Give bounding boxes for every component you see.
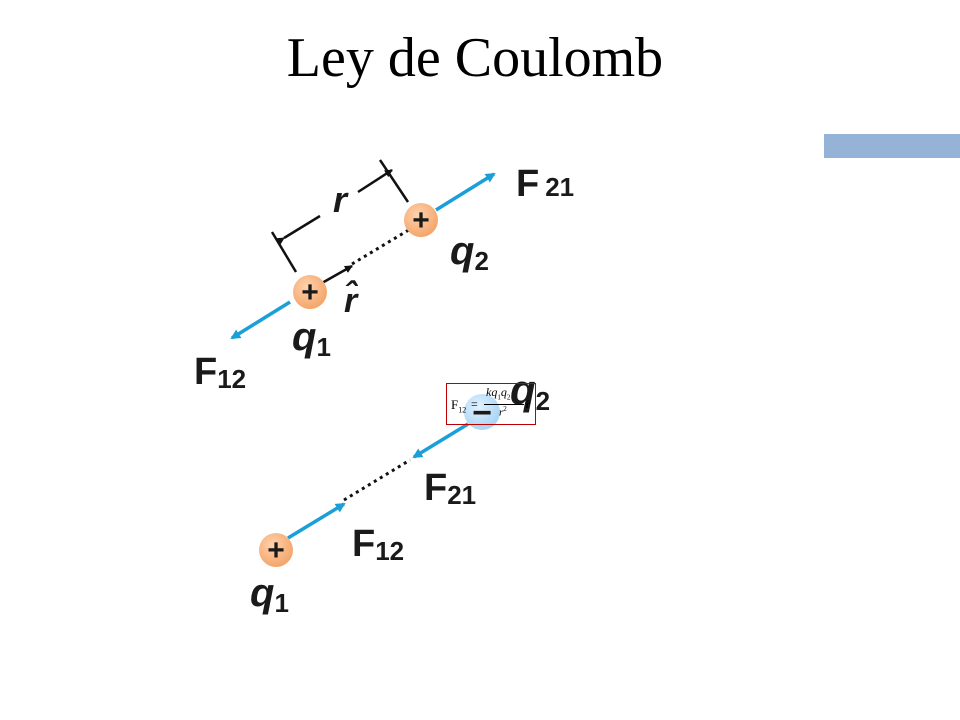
unit-vector-arrow [321, 264, 353, 285]
bracket-line-right [357, 168, 393, 194]
q2-bottom-label: q2 [510, 366, 550, 416]
accent-bar [824, 134, 960, 158]
force-21-arrow [435, 172, 496, 212]
formula-equals: = [471, 397, 478, 411]
formula-lhs: F12 [451, 397, 467, 415]
formula-denominator: r2 [499, 405, 507, 419]
force-12-label: F12 [194, 351, 246, 394]
force-12-arrow-bottom [287, 502, 346, 540]
charge-q2-top [404, 203, 438, 237]
bracket-right-tick [378, 159, 410, 203]
formula-unit-vector: r̂ [525, 397, 531, 411]
charge-q2-bottom [464, 394, 500, 430]
charge-q2-top-sign: + [412, 204, 430, 237]
force-12-label-bottom: F12 [352, 523, 404, 566]
force-12-arrow [230, 300, 291, 340]
separation-line-bottom [343, 458, 411, 502]
charge-q1-top [293, 275, 327, 309]
q1-bottom-label: q1 [250, 571, 289, 618]
formula-fraction-bar [484, 404, 524, 405]
q2-top-label: q2 [450, 229, 489, 276]
q1-top-label: q1 [292, 315, 331, 362]
distance-label: r [333, 179, 349, 220]
bracket-line-left [275, 214, 321, 246]
slide-title: Ley de Coulomb [286, 27, 664, 89]
force-21-arrow-bottom [412, 422, 469, 459]
bottom-diagram: − + q2 F21 F12 q1 [250, 366, 550, 618]
charge-q1-bottom-sign: + [267, 534, 285, 567]
charge-q2-bottom-sign: − [472, 394, 492, 432]
unit-vector-label: r̂ [344, 281, 359, 320]
coulomb-formula: F12 = kq1q2 r2 r̂ [446, 383, 536, 425]
force-21-label-bottom: F21 [424, 467, 476, 510]
charge-q1-bottom [259, 533, 293, 567]
separation-line [351, 226, 413, 266]
charge-q1-top-sign: + [301, 276, 319, 309]
formula-numerator: kq1q2 [486, 385, 511, 402]
